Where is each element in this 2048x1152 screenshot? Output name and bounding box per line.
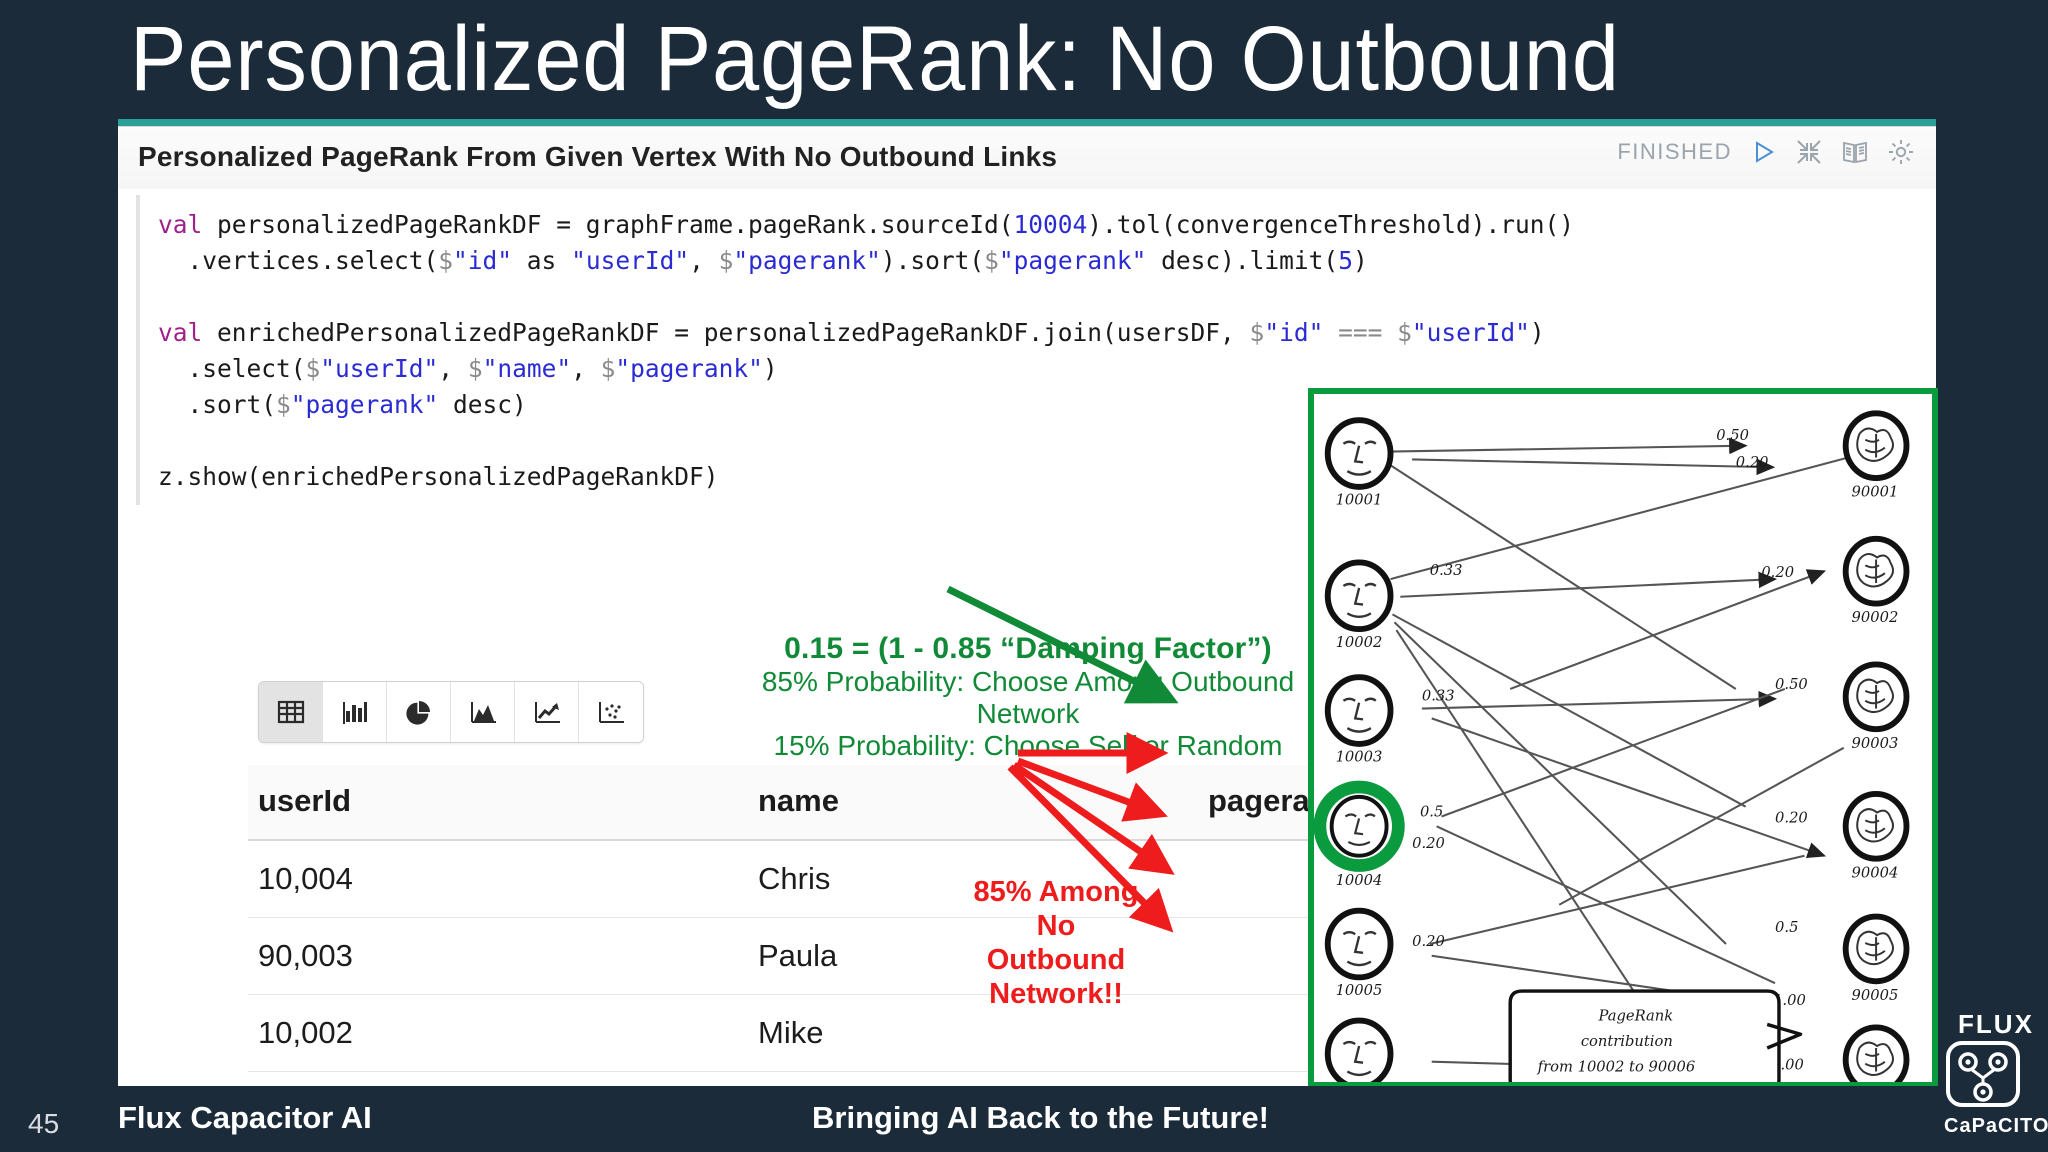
pagerank-graph-diagram: 10001 10002 10003 10004 — [1308, 388, 1938, 1088]
area-chart-button[interactable] — [451, 682, 515, 742]
node-label-10002: 10002 — [1336, 634, 1383, 651]
gear-icon[interactable] — [1886, 137, 1916, 167]
pagerank-callout: PageRank contribution from 10002 to 9000… — [1508, 989, 1803, 1082]
edge-label-0: 0.50 — [1716, 427, 1749, 444]
damping-line-2: 85% Probability: Choose Among Outbound N… — [761, 666, 1295, 729]
graph-node-90006: 90006 — [1842, 1024, 1910, 1082]
node-label-90002: 90002 — [1852, 609, 1899, 626]
edge-label-6: 0.20 — [1775, 809, 1808, 826]
edge-label-9: 0.5 — [1775, 919, 1798, 936]
node-label-90005: 90005 — [1852, 987, 1899, 1004]
page-title: Personalized PageRank: No Outbound — [130, 8, 1620, 110]
edge-label-11: 1.00 — [1773, 992, 1806, 1009]
graph-node-10006: 10006 — [1324, 1017, 1394, 1082]
status-badge: FINISHED — [1617, 139, 1732, 164]
node-label-10005: 10005 — [1336, 982, 1383, 999]
cell-userid: 10,002 — [248, 994, 748, 1072]
run-icon[interactable] — [1748, 137, 1778, 167]
damping-line-3: 15% Probability: Choose Self or Random — [773, 730, 1283, 761]
book-icon[interactable] — [1840, 137, 1870, 167]
node-label-10004: 10004 — [1336, 872, 1383, 889]
visualization-toolbar[interactable] — [258, 681, 644, 743]
callout-line-3: from 10002 to 90006 — [1537, 1059, 1696, 1076]
graph-node-10003: 10003 — [1324, 674, 1394, 766]
red-line-2: No — [1036, 910, 1076, 942]
node-label-90003: 90003 — [1852, 735, 1899, 752]
graph-svg: 10001 10002 10003 10004 — [1314, 410, 1910, 1082]
graph-node-10002: 10002 — [1324, 559, 1394, 651]
table-chart-button[interactable] — [259, 682, 323, 742]
edge-label-3: 0.20 — [1761, 564, 1794, 581]
graph-edges — [1389, 437, 1866, 1080]
notebook-controls: FINISHED — [1617, 137, 1916, 167]
edge-label-8: 0.20 — [1412, 835, 1445, 852]
node-label-10001: 10001 — [1336, 492, 1383, 509]
red-line-4: Network!! — [989, 978, 1123, 1010]
paragraph-title: Personalized PageRank From Given Vertex … — [138, 141, 1058, 172]
edge-label-1: 0.20 — [1736, 454, 1769, 471]
node-label-90001: 90001 — [1852, 484, 1899, 501]
no-outbound-annotation: 85% Among No Outbound Network!! — [966, 875, 1146, 1011]
graph-node-90005: 90005 — [1842, 913, 1910, 1004]
column-header-userid[interactable]: userId — [248, 765, 748, 841]
red-line-3: Outbound — [986, 944, 1126, 976]
cell-userid: 10,004 — [248, 840, 748, 918]
scatter-chart-button[interactable] — [579, 682, 643, 742]
brand-name-bottom: CaPaCITOR — [1944, 1115, 2048, 1137]
graph-node-10005: 10005 — [1324, 907, 1394, 999]
node-label-10003: 10003 — [1336, 749, 1383, 766]
cell-name: Mike — [748, 994, 1198, 1072]
callout-line-1: PageRank — [1597, 1008, 1673, 1025]
brand-name-top: FLUX — [1958, 1009, 2034, 1039]
edge-label-2: 0.33 — [1430, 562, 1463, 579]
pie-chart-button[interactable] — [387, 682, 451, 742]
footer-bar — [0, 1086, 2048, 1152]
table-header-row: userId name pagerank — [248, 765, 1408, 841]
graph-node-10001: 10001 — [1324, 417, 1394, 509]
accent-divider — [118, 119, 1936, 126]
table-row: 10,004 Chris 0.15 — [248, 840, 1408, 918]
edge-label-7: 0.5 — [1420, 803, 1443, 820]
code-block[interactable]: val personalizedPageRankDF = graphFrame.… — [136, 195, 1936, 505]
notebook-header: Personalized PageRank From Given Vertex … — [118, 127, 1936, 189]
line-chart-button[interactable] — [515, 682, 579, 742]
footer-company: Flux Capacitor AI — [118, 1100, 372, 1135]
table-row: 90,003 Paula 0.0 — [248, 917, 1408, 995]
red-line-1: 85% Among — [973, 876, 1139, 908]
graph-node-90001: 90001 — [1842, 410, 1910, 501]
cell-name: Paula — [748, 917, 1198, 995]
graph-node-90002: 90002 — [1842, 535, 1910, 626]
footer-tagline: Bringing AI Back to the Future! — [812, 1100, 1269, 1135]
edge-label-5: 0.33 — [1422, 688, 1455, 705]
flux-capacitor-mark — [1946, 1041, 2020, 1107]
damping-line-1: 0.15 = (1 - 0.85 “Damping Factor”) — [784, 632, 1272, 665]
graph-node-90003: 90003 — [1842, 661, 1910, 752]
graph-node-10004-highlighted: 10004 — [1314, 780, 1405, 889]
edge-label-4: 0.50 — [1775, 676, 1808, 693]
column-header-name[interactable]: name — [748, 765, 1198, 841]
callout-line-2: contribution — [1581, 1033, 1673, 1050]
brand-logo: FLUX CaPaCITOR — [1944, 1010, 2048, 1142]
cell-userid: 90,003 — [248, 917, 748, 995]
graph-node-90004: 90004 — [1842, 790, 1910, 881]
page-number: 45 — [28, 1108, 60, 1139]
code-text: val personalizedPageRankDF = graphFrame.… — [158, 210, 1575, 491]
collapse-icon[interactable] — [1794, 137, 1824, 167]
table-row: 10,002 Mike 0.0 — [248, 994, 1408, 1072]
bar-chart-button[interactable] — [323, 682, 387, 742]
edge-label-10: 0.20 — [1412, 933, 1445, 950]
damping-factor-annotation: 0.15 = (1 - 0.85 “Damping Factor”) 85% P… — [708, 632, 1348, 762]
node-label-90004: 90004 — [1852, 864, 1899, 881]
